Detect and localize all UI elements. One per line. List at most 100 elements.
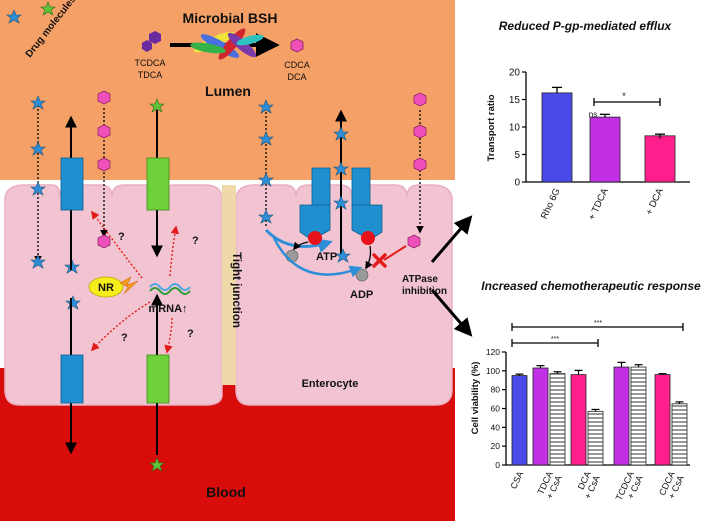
drug-blue-icon <box>65 295 81 310</box>
substrate-tcdca: TCDCA <box>135 58 166 68</box>
chart2-bar-hatched <box>549 373 566 466</box>
chart2-bar-hatched <box>587 410 604 466</box>
enterocyte-label: Enterocyte <box>302 378 359 390</box>
chart1-bar <box>541 92 573 183</box>
chart2-category-label: CDCA+ CsA <box>657 470 686 502</box>
chart1-bar <box>644 135 676 183</box>
substrate-tdca: TDCA <box>138 70 163 80</box>
transporter-green-basolateral <box>146 354 170 404</box>
chart1-ytick-label: 10 <box>509 123 521 134</box>
atp-label: ATP <box>316 251 337 263</box>
atp-arrow <box>293 241 309 251</box>
drug-blue-icon <box>333 195 349 210</box>
chart1-category-label: Rho 6G <box>539 187 563 221</box>
chart2-bar <box>532 367 549 466</box>
drug-green-legend-icon <box>40 1 56 16</box>
drug-blue-icon <box>30 254 46 269</box>
atpase-label-1: ATPase <box>402 274 438 285</box>
drug-green-icon <box>149 98 165 113</box>
chart1-ylabel: Transport ratio <box>486 94 497 161</box>
activation-bolt-icon <box>119 276 139 295</box>
chart1-category-label: + DCA <box>644 186 666 217</box>
drug-blue-icon <box>258 131 274 146</box>
tight-junction-label: Tight junction <box>230 252 242 328</box>
drug-blue-legend-icon <box>6 9 22 24</box>
blood-label: Blood <box>206 484 246 500</box>
inhibition-x-icon <box>372 253 387 268</box>
chart2-ytick-label: 60 <box>491 404 501 414</box>
nuclear-receptor <box>88 276 124 298</box>
question-mark-2: ? <box>192 235 199 247</box>
chart1-annotation-star-dca: * <box>658 134 662 144</box>
question-mark-4: ? <box>187 328 194 340</box>
chart1-annotation-star-bracket: * <box>622 91 626 101</box>
drug-molecules-left <box>30 95 81 310</box>
bacteria-icon-group <box>190 28 264 60</box>
connector-arrow-lower <box>430 289 473 337</box>
chart2-ytick-label: 120 <box>486 347 500 357</box>
chart2-ytick-label: 100 <box>486 366 500 376</box>
bile-acid-pink-icon <box>413 157 427 172</box>
lumen-zone <box>0 0 455 180</box>
tight-junction <box>222 185 236 385</box>
transporter-green-apical <box>146 157 170 211</box>
drug-blue-icon <box>258 209 274 224</box>
bile-acid-pink-icon <box>413 124 427 139</box>
chart2-ylabel: Cell viability (%) <box>470 362 481 435</box>
bile-acid-pink-icon <box>413 92 427 107</box>
bile-acids-right <box>407 92 427 249</box>
chart1-ytick-label: 20 <box>509 68 521 79</box>
atp-cycle-arrow <box>272 237 363 278</box>
chart2-title: Increased chemotherapeutic response <box>481 279 701 293</box>
chart2-bar <box>613 366 630 466</box>
chart1-ytick-label: 5 <box>514 150 520 161</box>
chart1-annotation-ns: ns <box>589 110 597 119</box>
chart1-bar <box>589 116 621 183</box>
chart2-ytick-label: 0 <box>495 460 500 470</box>
connector-arrow-upper <box>430 215 473 263</box>
drug-molecules-pgp <box>333 126 351 263</box>
chart2-category-label: CSA <box>508 470 525 491</box>
drug-blue-icon <box>258 172 274 187</box>
drug-blue-icon <box>333 126 349 141</box>
mrna-icon <box>149 283 191 295</box>
chart2-ytick-label: 20 <box>491 441 501 451</box>
inhibition-line <box>383 245 407 261</box>
drug-green-icon <box>149 457 165 472</box>
chart2-ytick-label: 80 <box>491 385 501 395</box>
chart2-annotation-long: *** <box>594 320 602 327</box>
chart-viability: Increased chemotherapeutic response Cell… <box>470 279 701 507</box>
mrna-label: mRNA↑ <box>148 303 187 315</box>
chart2-ytick-label: 40 <box>491 422 501 432</box>
question-mark-1: ? <box>118 231 125 243</box>
chart2-annotation-short: *** <box>551 336 559 343</box>
transporter-blue-apical <box>60 157 84 211</box>
regulation-arrows <box>90 210 179 354</box>
bile-acids-left <box>97 90 111 249</box>
atpase-label-2: inhibition <box>402 286 447 297</box>
drug-blue-icon <box>258 99 274 114</box>
p-gp-transporter <box>299 167 383 245</box>
microbial-bsh-label: Microbial BSH <box>183 10 278 26</box>
chart2-category-line: CSA <box>508 470 525 491</box>
bile-acid-pink-icon <box>290 38 304 53</box>
bile-acid-pink-icon <box>97 234 111 249</box>
product-dca: DCA <box>287 72 306 82</box>
adp-label: ADP <box>350 289 373 301</box>
nbd-right <box>361 231 375 245</box>
bile-acid-purple-icon <box>149 31 161 44</box>
adp-circle <box>355 268 369 282</box>
chart2-category-label: TDCA+ CsA <box>535 470 564 501</box>
chart2-category-label: TCDCA+ CsA <box>614 470 645 507</box>
atp-circle <box>285 249 299 263</box>
adp-arrow <box>365 245 373 270</box>
chart1-ytick-label: 0 <box>514 178 520 189</box>
question-mark-3: ? <box>121 332 128 344</box>
nbd-left <box>308 231 322 245</box>
drug-blue-icon <box>335 248 351 263</box>
product-cdca: CDCA <box>284 60 310 70</box>
chart1-category-label: + TDCA <box>586 186 611 222</box>
chart2-bar-hatched <box>630 366 647 466</box>
nr-label: NR <box>98 282 114 294</box>
